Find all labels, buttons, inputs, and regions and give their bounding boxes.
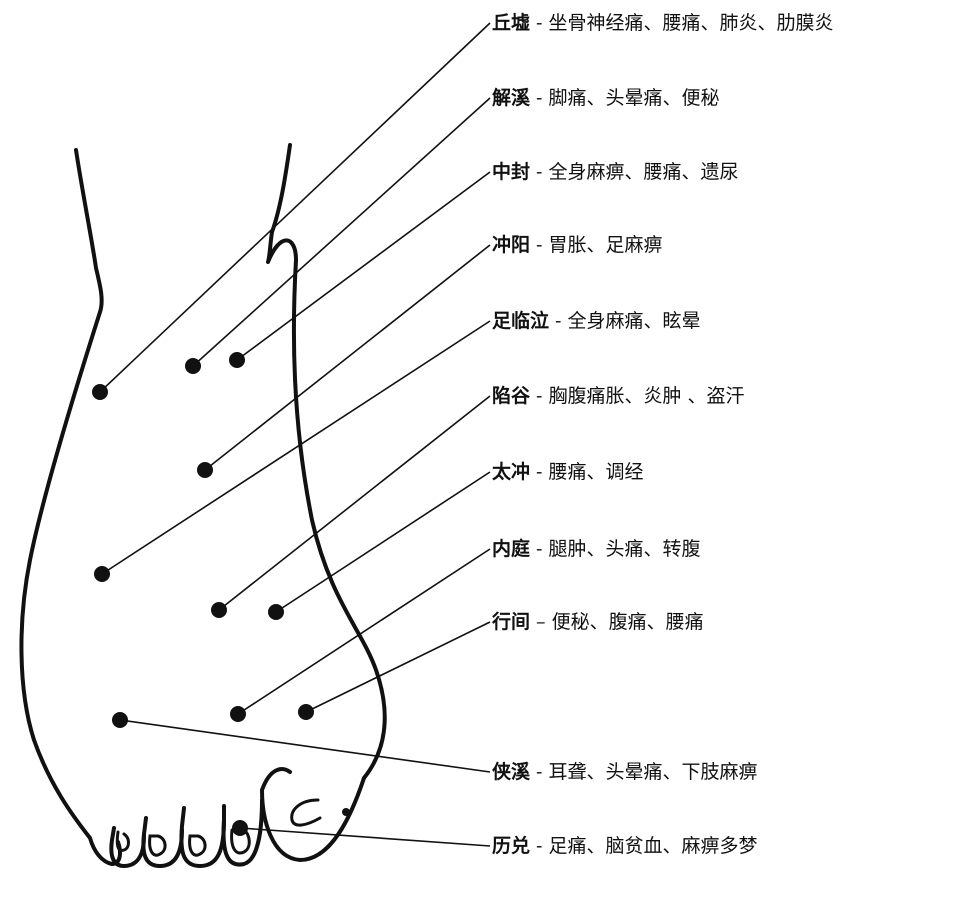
- acupoint-label-xingjian: 行间 – 便秘、腹痛、腰痛: [492, 611, 704, 633]
- acupoint-marker-taichong: [268, 604, 284, 620]
- acupoint-indications: 腿肿、头痛、转腹: [549, 538, 701, 560]
- acupoint-marker-lidui: [232, 820, 248, 836]
- acupoint-name: 侠溪: [492, 761, 530, 783]
- leader-line-xingjian: [306, 622, 490, 712]
- acupoint-marker-zhongfeng: [229, 352, 245, 368]
- label-separator: -: [530, 12, 549, 34]
- label-separator: -: [530, 761, 549, 783]
- acupoint-label-xiangu: 陷谷 - 胸腹痛胀、炎肿 、盗汗: [492, 385, 745, 407]
- label-separator: -: [530, 538, 549, 560]
- label-separator: -: [530, 87, 549, 109]
- acupoint-name: 内庭: [492, 538, 530, 560]
- label-separator: -: [530, 161, 549, 183]
- leader-line-xiaxi: [120, 720, 490, 772]
- acupoint-label-zhongfeng: 中封 - 全身麻痹、腰痛、遗尿: [492, 161, 739, 183]
- acupoint-indications: 耳聋、头晕痛、下肢麻痹: [549, 761, 758, 783]
- acupoint-indications: 脚痛、头晕痛、便秘: [549, 87, 720, 109]
- acupoint-label-neiting: 内庭 - 腿肿、头痛、转腹: [492, 538, 701, 560]
- acupoint-marker-xiaxi: [112, 712, 128, 728]
- acupoint-label-qiuxu: 丘墟 - 坐骨神经痛、腰痛、肺炎、肋膜炎: [492, 12, 834, 34]
- leader-line-xiangu: [219, 396, 490, 610]
- acupoint-name: 足临泣: [492, 310, 549, 332]
- acupoint-indications: 腰痛、调经: [549, 461, 644, 483]
- acupoint-indications: 全身麻痹、腰痛、遗尿: [549, 161, 739, 183]
- acupoint-marker-chongyang: [197, 462, 213, 478]
- label-separator: –: [530, 611, 552, 633]
- acupoint-name: 历兑: [492, 835, 530, 857]
- acupoint-name: 陷谷: [492, 385, 530, 407]
- acupoint-label-xiaxi: 侠溪 - 耳聋、头晕痛、下肢麻痹: [492, 761, 758, 783]
- leader-line-neiting: [238, 549, 490, 714]
- toenail-3: [190, 836, 205, 855]
- acupoint-name: 太冲: [492, 461, 530, 483]
- acupoint-label-lidui: 历兑 - 足痛、脑贫血、麻痹多梦: [492, 835, 758, 857]
- leader-lines: [100, 23, 490, 846]
- acupoint-markers: [92, 352, 314, 836]
- label-separator: -: [530, 461, 549, 483]
- toenail-4: [150, 836, 165, 855]
- acupoint-marker-xiangu: [211, 602, 227, 618]
- toenail-1: [292, 800, 320, 825]
- acupoint-marker-qiuxu: [92, 384, 108, 400]
- big-toe-dot: [344, 810, 349, 815]
- acupoint-marker-zulinqi: [94, 566, 110, 582]
- label-separator: -: [530, 835, 549, 857]
- acupoint-label-taichong: 太冲 - 腰痛、调经: [492, 461, 644, 483]
- acupoint-indications: 全身麻痛、眩晕: [568, 310, 701, 332]
- acupoint-marker-neiting: [230, 706, 246, 722]
- acupoint-indications: 胸腹痛胀、炎肿 、盗汗: [549, 385, 745, 407]
- label-separator: -: [530, 385, 549, 407]
- acupoint-name: 解溪: [492, 87, 530, 109]
- acupoint-name: 丘墟: [492, 12, 530, 34]
- label-separator: -: [549, 310, 568, 332]
- acupoint-label-jiexi: 解溪 - 脚痛、头晕痛、便秘: [492, 87, 720, 109]
- leader-line-zhongfeng: [237, 172, 490, 360]
- leader-line-lidui: [240, 828, 490, 846]
- acupoint-marker-xingjian: [298, 704, 314, 720]
- acupoint-marker-jiexi: [185, 358, 201, 374]
- leader-line-jiexi: [193, 98, 490, 366]
- acupoint-name: 冲阳: [492, 234, 530, 256]
- label-separator: -: [530, 234, 549, 256]
- acupoint-indications: 便秘、腹痛、腰痛: [552, 611, 704, 633]
- acupoint-name: 中封: [492, 161, 530, 183]
- acupoint-label-zulinqi: 足临泣 - 全身麻痛、眩晕: [492, 310, 701, 332]
- acupoint-name: 行间: [492, 611, 530, 633]
- acupoint-indications: 胃胀、足麻痹: [549, 234, 663, 256]
- foot-outline: [21, 145, 384, 866]
- acupoint-indications: 足痛、脑贫血、麻痹多梦: [549, 835, 758, 857]
- acupoint-indications: 坐骨神经痛、腰痛、肺炎、肋膜炎: [549, 12, 834, 34]
- foot-medial-edge: [21, 150, 120, 864]
- acupoint-label-chongyang: 冲阳 - 胃胀、足麻痹: [492, 234, 663, 256]
